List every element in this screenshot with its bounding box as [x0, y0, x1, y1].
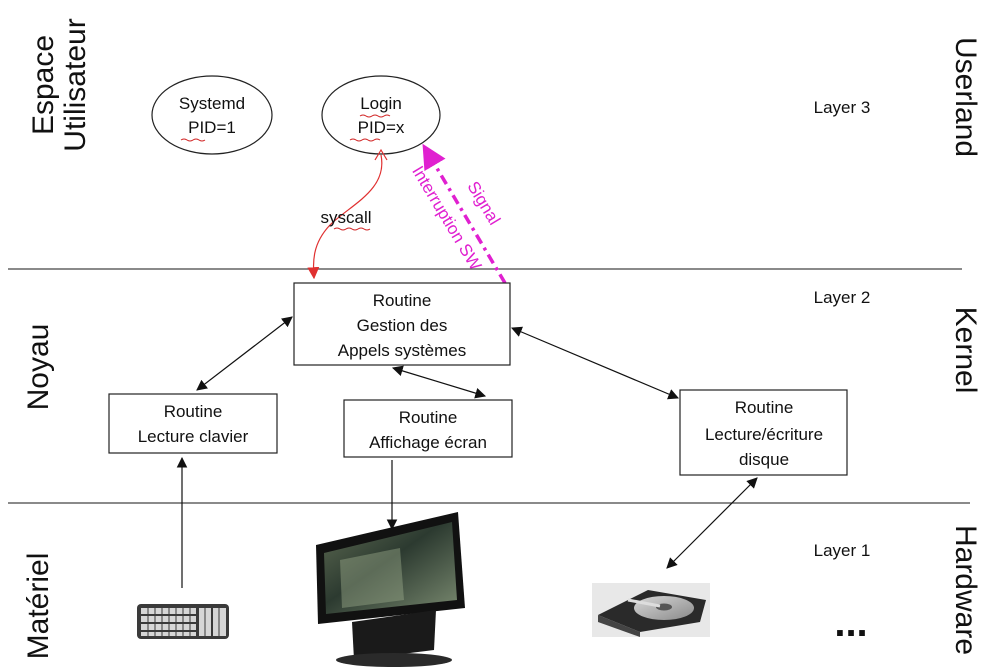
syscall-arrow [307, 154, 383, 280]
routine-disque-line3: disque [739, 450, 789, 469]
layer-3-label: Layer 3 [814, 98, 871, 117]
routine-clavier-line2: Lecture clavier [138, 427, 249, 446]
routine-ecran-line2: Affichage écran [369, 433, 487, 452]
arrow-gestion-clavier [196, 316, 293, 391]
syscall-label: syscall [320, 208, 371, 227]
routine-gestion-box: Routine Gestion des Appels systèmes [293, 282, 511, 366]
keyboard-icon [137, 604, 229, 639]
process-systemd: Systemd PID=1 [151, 75, 273, 155]
process-login-pid: PID=x [358, 118, 405, 137]
interruption-label: Interruption SW [408, 163, 485, 274]
zone-label-hardware: Hardware [949, 525, 982, 655]
zone-label-userland: Userland [949, 37, 982, 157]
spellcheck-squiggle [359, 114, 391, 118]
monitor-icon [316, 512, 465, 667]
routine-gestion-line2: Gestion des [357, 316, 448, 335]
routine-disque-line2: Lecture/écriture [705, 425, 823, 444]
spellcheck-squiggle [180, 138, 206, 142]
layer-2-label: Layer 2 [814, 288, 871, 307]
zone-label-userspace: Espace Utilisateur [27, 18, 92, 151]
zone-label-userspace-line2: Utilisateur [59, 18, 92, 151]
routine-disque-line1: Routine [735, 398, 794, 417]
process-login: Login PID=x [321, 75, 441, 155]
arrow-gestion-disque [511, 326, 679, 400]
spellcheck-squiggle [349, 138, 381, 142]
process-systemd-name: Systemd [179, 94, 245, 113]
signal-arrow [422, 143, 507, 284]
routine-gestion-line3: Appels systèmes [338, 341, 467, 360]
process-login-name: Login [360, 94, 402, 113]
ellipsis: ... [834, 601, 867, 645]
routine-clavier-box: Routine Lecture clavier [108, 393, 278, 454]
routine-gestion-line1: Routine [373, 291, 432, 310]
zone-label-userspace-line1: Espace [27, 35, 60, 135]
routine-disque-box: Routine Lecture/écriture disque [679, 389, 848, 476]
routine-ecran-line1: Routine [399, 408, 458, 427]
hard-disk-icon [592, 583, 710, 637]
zone-label-hardware-fr: Matériel [22, 553, 55, 660]
zone-label-kernel: Kernel [949, 307, 982, 394]
routine-ecran-box: Routine Affichage écran [343, 399, 513, 458]
spellcheck-squiggle [333, 227, 371, 231]
syscall-arrow-tail [374, 148, 388, 161]
arrow-disk-disque [666, 477, 758, 569]
layer-1-label: Layer 1 [814, 541, 871, 560]
arrow-gestion-ecran [391, 365, 487, 399]
process-systemd-pid: PID=1 [188, 118, 236, 137]
zone-label-kernel-fr: Noyau [22, 324, 55, 411]
routine-clavier-line1: Routine [164, 402, 223, 421]
